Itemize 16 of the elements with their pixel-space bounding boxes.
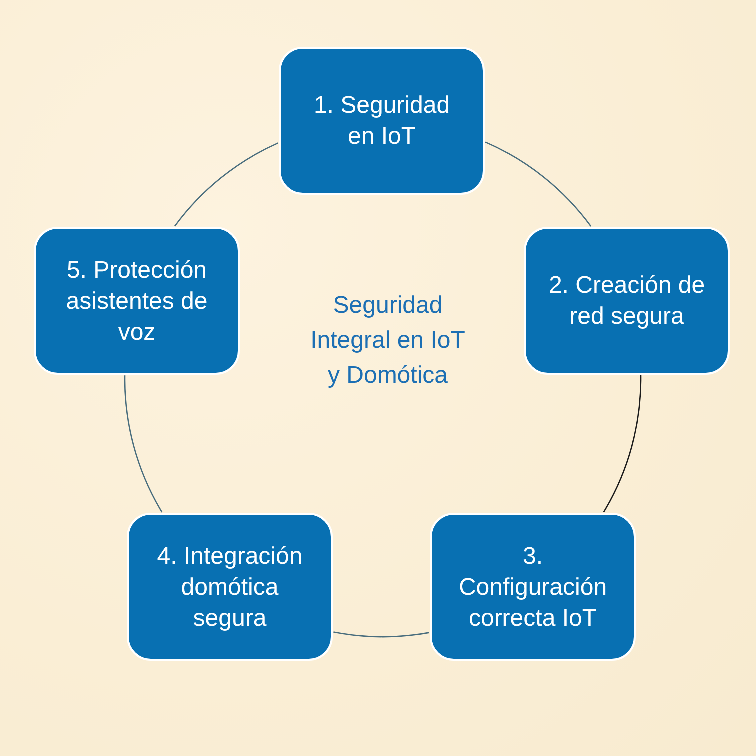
connector-arc	[124, 376, 163, 513]
process-box	[127, 513, 333, 661]
process-box	[279, 47, 485, 195]
step-label: 5. Protección asistentes de voz	[65, 256, 209, 348]
process-box	[430, 513, 636, 661]
step-label: 1. Seguridad en IoT	[312, 91, 452, 152]
connector-arc	[603, 376, 642, 513]
process-box	[524, 227, 730, 375]
process-box	[34, 227, 240, 375]
connector-arc	[334, 632, 430, 638]
connector-arc	[485, 142, 592, 227]
step-label: 4. Integración domótica segura	[156, 542, 304, 634]
step-label: 2. Creación de red segura	[548, 271, 706, 332]
center-title: Seguridad Integral en IoT y Domótica	[310, 291, 466, 391]
step-label: 3. Configuración correcta IoT	[458, 542, 608, 634]
connector-arc	[174, 142, 279, 227]
